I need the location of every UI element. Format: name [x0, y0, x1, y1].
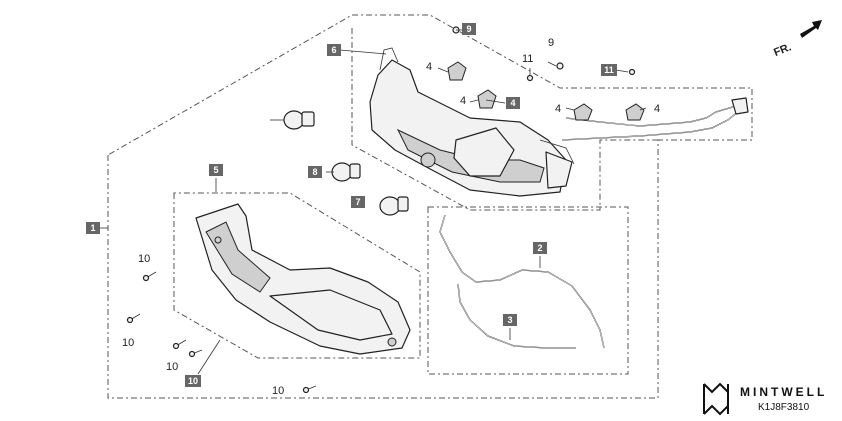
leader-lines — [100, 29, 647, 375]
grommet-part-4 — [447, 61, 645, 121]
callout-10-b: 10 — [122, 337, 134, 349]
svg-text:11: 11 — [604, 65, 614, 75]
callout-10-c: 10 — [166, 361, 178, 373]
callout-9: 9 — [548, 37, 554, 49]
bulb-part-8 — [270, 110, 315, 130]
mintwell-logo-icon — [703, 382, 729, 416]
svg-text:2: 2 — [537, 243, 542, 253]
callout-4-c: 4 — [555, 103, 561, 115]
callout-11: 11 — [522, 53, 533, 65]
callout-4-a: 4 — [426, 61, 432, 73]
wire-harness — [439, 97, 749, 349]
svg-text:10: 10 — [188, 376, 198, 386]
callout-4-d: 4 — [654, 103, 660, 115]
svg-text:4: 4 — [510, 98, 515, 108]
svg-text:1: 1 — [90, 223, 95, 233]
callout-box-6: 6 — [327, 44, 341, 56]
assembly-outline-main — [107, 14, 753, 399]
upper-headlight-assembly — [369, 47, 575, 197]
callout-box-3: 3 — [503, 314, 517, 326]
callout-box-5: 5 — [209, 164, 223, 176]
callout-box-7: 7 — [351, 196, 365, 208]
front-direction-arrow-icon: FR. — [772, 20, 822, 59]
assembly-outline-lower — [173, 192, 421, 359]
callout-10-a: 10 — [138, 253, 150, 265]
svg-text:8: 8 — [312, 167, 317, 177]
callout-10-d: 10 — [272, 385, 284, 397]
callout-4-b: 4 — [460, 95, 466, 107]
callout-box-11: 11 — [601, 64, 617, 76]
svg-text:FR.: FR. — [772, 41, 793, 59]
watermark-brand: MINTWELL — [740, 385, 827, 399]
svg-text:7: 7 — [355, 197, 360, 207]
callout-box-10: 10 — [185, 375, 201, 387]
callout-box-2: 2 — [533, 242, 547, 254]
bulb-part-6 — [331, 162, 361, 182]
lower-cover-assembly — [195, 203, 411, 355]
callout-box-1: 1 — [86, 222, 100, 234]
svg-text:3: 3 — [507, 315, 512, 325]
callout-box-4: 4 — [506, 97, 520, 109]
wire-outline — [427, 206, 629, 375]
callout-box-8: 8 — [308, 166, 322, 178]
svg-text:5: 5 — [213, 165, 218, 175]
bulb-part-7 — [379, 196, 409, 216]
diagram-code: K1J8F3810 — [758, 402, 810, 413]
wire-part-2 — [439, 214, 605, 349]
svg-text:9: 9 — [466, 24, 471, 34]
callout-box-9: 9 — [462, 23, 476, 35]
svg-text:6: 6 — [331, 45, 336, 55]
